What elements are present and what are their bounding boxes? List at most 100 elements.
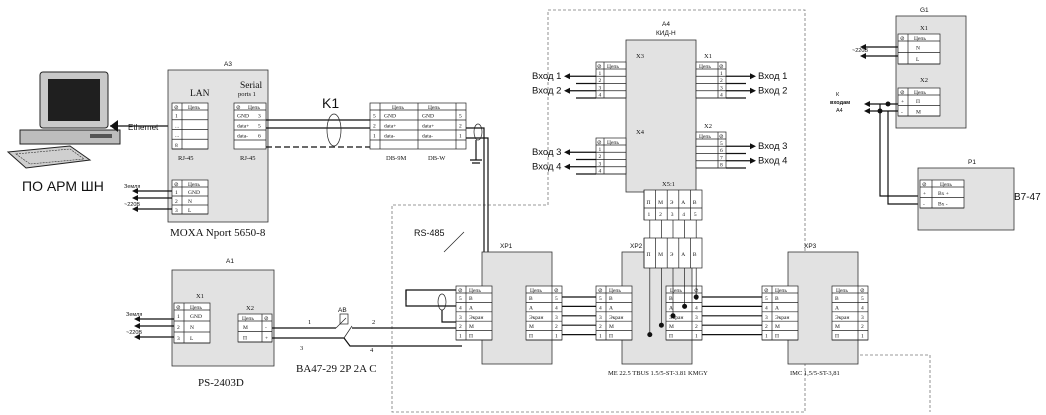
- a3-pwr-signal: N: [188, 199, 192, 205]
- xp3-left-cell-a: 1: [765, 334, 768, 340]
- xp3-left-cell-b: М: [775, 324, 780, 330]
- a4-x3-row: 4: [599, 93, 602, 99]
- xp2-left-cell-b: Экран: [609, 315, 623, 321]
- a4-x5-col: М: [658, 200, 663, 206]
- a4-input-left: Вход 3: [532, 147, 561, 158]
- xp3-left-icon: ⊘: [764, 288, 769, 294]
- xp2-right-cell-a: П: [669, 334, 673, 340]
- xp1-id: XP1: [500, 243, 513, 250]
- a3-serial-signal: data-: [237, 134, 248, 140]
- g1-220: ~220В: [852, 48, 868, 54]
- xp2-right-cell-b: 1: [695, 334, 698, 340]
- g1-x1-row: N: [916, 46, 920, 52]
- a1-x1-pin: 3: [177, 336, 180, 342]
- xp2-right-cell-b: 3: [695, 315, 698, 321]
- a1-x1-signal: GND: [190, 314, 202, 320]
- xp2-right-tsep: Цепь: [670, 288, 682, 294]
- a4-x1-row: 3: [720, 85, 723, 91]
- a4-x1-row: 4: [720, 93, 723, 99]
- a3-serial-pin: 6: [258, 134, 261, 140]
- computer-icon: [6, 71, 121, 169]
- xp2-left-cell-a: 5: [599, 296, 602, 302]
- a3-serial-tsep: Цепь: [248, 105, 260, 111]
- k1-pin-left: 2: [373, 124, 376, 130]
- g1-x2-sign: +: [901, 99, 904, 105]
- xp3-model: IMC 1,5/5-ST-3,81: [790, 370, 840, 377]
- a3-pwr-icon: ⊘: [174, 182, 179, 188]
- xp3-right-cell-a: В: [835, 296, 839, 302]
- a3-rj45a: RJ-45: [178, 155, 194, 162]
- xp3-right-cell-b: 3: [861, 315, 864, 321]
- breaker-w1: 1: [308, 319, 311, 326]
- xp2-left-cell-a: 4: [599, 305, 602, 311]
- a4-input-right: Вход 1: [758, 71, 787, 82]
- xp3-right-cell-a: М: [835, 324, 840, 330]
- xp1-left-cell-a: 5: [459, 296, 462, 302]
- a4-x2: X2: [704, 123, 712, 130]
- a1-x2-icon: ⊘: [264, 316, 269, 322]
- k1-signal-left: data+: [384, 124, 396, 130]
- p1-signal: Вх +: [938, 191, 949, 197]
- a3-serial-pin: 5: [258, 124, 261, 130]
- controller-a4: A4 КИД-Н X3 X1 X4 X2 ⊘Цепь1234⊘Цепь1234⊘…: [532, 21, 787, 268]
- xp3-right-tsep: Цепь: [836, 288, 848, 294]
- k1-db9: DB-9M: [386, 155, 406, 162]
- xp1-right-cell-b: 3: [555, 315, 558, 321]
- a3-lan-row: 1: [175, 114, 178, 120]
- a4-x2-tsep: Цепь: [699, 134, 711, 140]
- breaker-w3: 3: [300, 345, 303, 352]
- g1-id: G1: [920, 7, 929, 14]
- a3-pwr-tsep: Цепь: [188, 182, 200, 188]
- xp1-right-icon: ⊘: [554, 288, 559, 294]
- a1-zemlya: Земля: [126, 312, 142, 318]
- a4-x3: X3: [636, 53, 644, 60]
- xp2-left-cell-b: М: [609, 324, 614, 330]
- terminal-blocks: XP1 XP2 XP3 ME 22.5 TBUS 1.5/5-ST-3.81 K…: [455, 237, 869, 377]
- a4-x4-row: 4: [599, 169, 602, 175]
- xp2-left-cell-b: В: [609, 296, 613, 302]
- a1-x1-signal: N: [190, 325, 194, 331]
- xp1-left-cell-b: М: [469, 324, 474, 330]
- a4-x3-row: 1: [599, 71, 602, 77]
- a4-x3-icon: ⊘: [597, 64, 602, 70]
- a4-name: КИД-Н: [656, 30, 676, 37]
- a3-220: ~220В: [124, 202, 140, 208]
- a1-x1-pin: 2: [177, 325, 180, 331]
- a4-x1-row: 2: [720, 78, 723, 84]
- a1-id: A1: [226, 258, 234, 265]
- a4-x1-icon: ⊘: [719, 64, 724, 70]
- g1-x2-signal: П: [916, 99, 920, 105]
- k1-signal-right: GND: [422, 114, 434, 120]
- a4-x4-row: 3: [599, 161, 602, 167]
- a4-x5-num: 4: [682, 212, 685, 218]
- a3-lan-tsep: Цепь: [188, 105, 200, 111]
- p1-signal: Вх -: [938, 202, 948, 208]
- xp3-right-icon: ⊘: [860, 288, 865, 294]
- a4-x1-tsep: Цепь: [699, 64, 711, 70]
- a4-x5-col: П: [647, 200, 651, 206]
- a3-serial-signal: GND: [237, 114, 249, 120]
- a1-x2-signal: П: [243, 336, 247, 342]
- xp3-left-cell-a: 4: [765, 305, 768, 311]
- a1-x1-signal: L: [190, 336, 194, 342]
- k1-pin-left: 1: [373, 134, 376, 140]
- breaker-ab: AB 1 2 3 4 BA47-29 2P 2A C: [272, 307, 462, 375]
- a4-x1-row: 1: [720, 71, 723, 77]
- a4-input-right: Вход 3: [758, 141, 787, 152]
- p1-model: В7-47: [1014, 192, 1041, 203]
- a1-x2-signal: M: [243, 325, 248, 331]
- a3-lan: LAN: [190, 89, 210, 99]
- xp3-left-cell-a: 5: [765, 296, 768, 302]
- rs485-label: RS-485: [414, 228, 445, 238]
- k1-tsep-2: Цепь: [428, 105, 440, 111]
- a1-x1-icon: ⊘: [176, 305, 181, 311]
- a3-pwr-pin: 3: [175, 208, 178, 214]
- a3-model: MOXA Nport 5650-8: [170, 227, 266, 239]
- breaker-id: AB: [338, 307, 347, 314]
- g1-x2-sign: -: [901, 110, 903, 116]
- a1-x2-tsep: Цепь: [242, 316, 254, 322]
- xp3-right-cell-b: 1: [861, 334, 864, 340]
- xp2-left-cell-b: А: [609, 305, 613, 311]
